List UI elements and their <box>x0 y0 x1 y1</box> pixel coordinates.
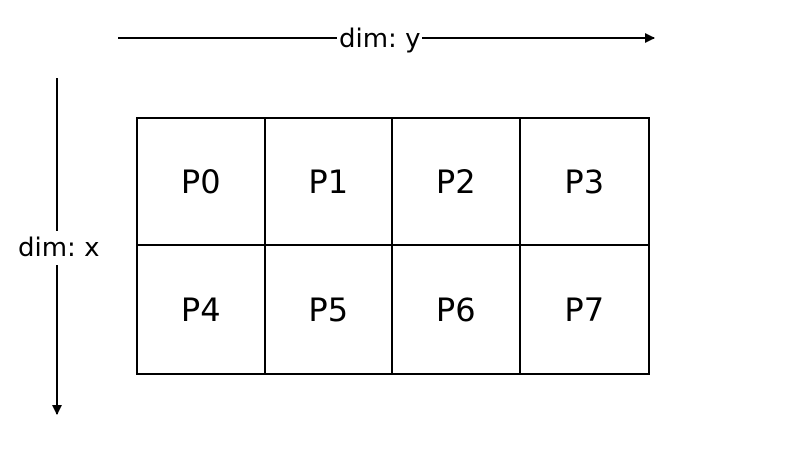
device-mesh-grid: P0 P1 P2 P3 P4 P5 P6 P7 <box>136 117 650 375</box>
device-cell-p4: P4 <box>138 246 266 373</box>
device-cell-p7: P7 <box>564 290 605 329</box>
device-cell-p6: P6 <box>393 246 521 373</box>
device-cell-p0: P0 <box>138 119 266 246</box>
dim-y-label: dim: y <box>337 24 423 54</box>
device-cell-p3: P3 <box>520 119 648 246</box>
device-cell-p2: P2 <box>393 119 521 246</box>
dim-x-label: dim: x <box>18 231 100 265</box>
device-cell-p1: P1 <box>265 119 393 246</box>
device-cell-p5: P5 <box>266 246 393 373</box>
